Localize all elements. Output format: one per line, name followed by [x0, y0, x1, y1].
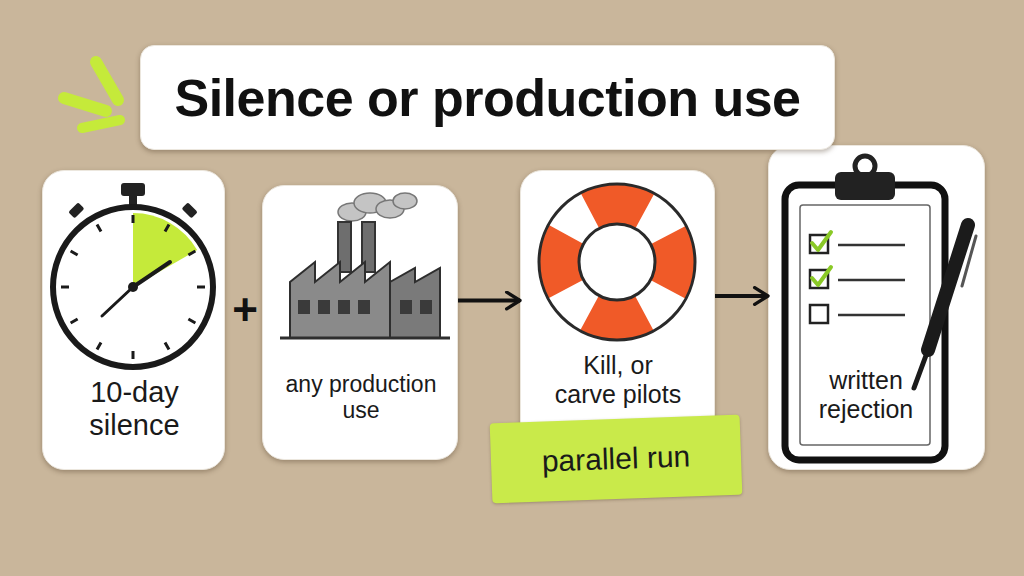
chimney: [338, 222, 351, 272]
list-line: [838, 279, 905, 282]
tag-text: parallel run: [541, 439, 691, 479]
clipboard-clip: [835, 172, 895, 200]
factory-window: [338, 300, 350, 314]
accent-stroke: [64, 98, 106, 111]
accent-stroke: [82, 120, 120, 128]
factory-hall: [290, 262, 390, 338]
chimney: [362, 222, 375, 272]
plus-sign: +: [228, 288, 262, 332]
factory-icon: [280, 193, 450, 338]
stopwatch-button: [182, 202, 198, 218]
life-ring-icon: [539, 184, 695, 340]
clipboard-paper: [800, 205, 930, 445]
stopwatch-crown: [121, 183, 145, 196]
checkbox: [810, 305, 828, 323]
smoke-puff: [354, 193, 386, 213]
list-line: [838, 244, 905, 247]
stopwatch-stem: [129, 195, 137, 207]
factory-window: [400, 300, 412, 314]
ring-bands: [559, 204, 675, 320]
flow-arrow: [458, 299, 520, 303]
stopwatch-hand: [133, 262, 170, 287]
node-text: 10-day silence: [55, 376, 214, 443]
accent-marks: [64, 62, 120, 128]
node-text: any production use: [271, 371, 451, 424]
stopwatch-ticks: [61, 215, 205, 359]
factory-annex: [390, 268, 440, 338]
clipboard-icon: [785, 156, 976, 460]
stopwatch-card: 10-day silence: [42, 170, 225, 470]
factory-card: any production use: [262, 185, 458, 460]
node-text: Kill, or carve pilots: [553, 351, 683, 409]
ground-line: [280, 337, 450, 340]
list-line: [838, 314, 905, 317]
pen-clip: [962, 236, 976, 286]
elapsed-wedge: [133, 213, 197, 287]
highlight-tag: parallel run: [490, 415, 743, 504]
smoke-puff: [338, 203, 366, 221]
clipboard-card: written rejection: [768, 145, 985, 470]
stopwatch-icon: [53, 183, 213, 367]
stopwatch-face: [53, 207, 213, 367]
check-mark: [812, 232, 831, 250]
ring-outline: [579, 224, 655, 300]
life-ring-card: Kill, or carve pilotsparallel run: [520, 170, 715, 470]
clipboard-ring: [855, 156, 875, 176]
factory-window: [318, 300, 330, 314]
check-mark: [812, 267, 831, 285]
diagram-title: Silence or production use: [174, 68, 800, 128]
stopwatch-pivot: [128, 282, 138, 292]
smoke-puff: [376, 200, 404, 218]
ring-outline: [539, 184, 695, 340]
factory-window: [298, 300, 310, 314]
accent-stroke: [96, 62, 118, 100]
smoke-puff: [393, 193, 417, 209]
ring-body: [559, 204, 675, 320]
pen-tip: [914, 350, 928, 388]
clipboard-board: [785, 185, 945, 460]
checkbox: [810, 235, 828, 253]
node-text: written rejection: [801, 366, 931, 424]
stopwatch-hand: [102, 287, 133, 316]
factory-window: [420, 300, 432, 314]
flow-arrow: [715, 294, 768, 298]
pen-body: [928, 225, 968, 350]
stopwatch-button: [68, 202, 84, 218]
checkbox: [810, 270, 828, 288]
title-sticker: Silence or production use: [140, 45, 835, 150]
factory-window: [358, 300, 370, 314]
